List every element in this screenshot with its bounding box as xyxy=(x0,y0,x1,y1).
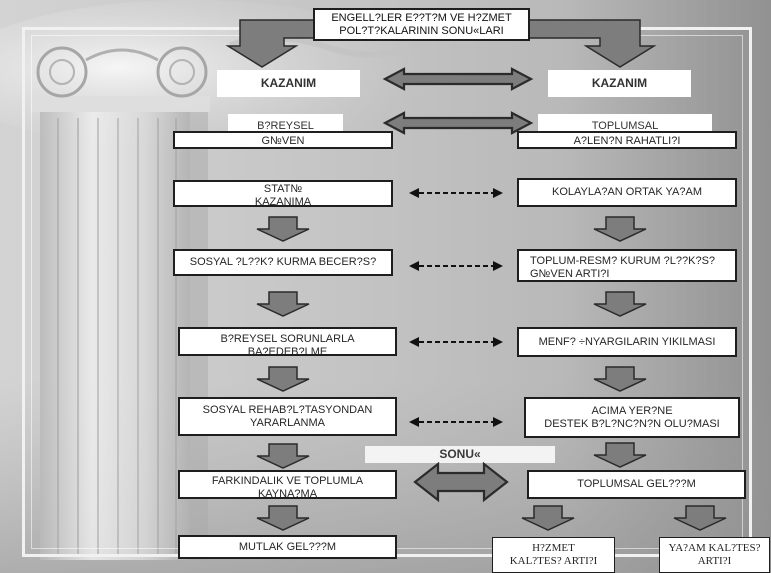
box-text-line: YARARLANMA xyxy=(250,416,325,429)
double-arrow-result xyxy=(413,461,509,503)
down-arrow xyxy=(256,291,310,317)
right-category-label: TOPLUMSAL xyxy=(538,114,712,133)
dashed-double-arrow xyxy=(409,417,503,427)
right-box-service-quality: H?ZMET KAL?TES? ARTI?I xyxy=(492,537,615,573)
double-arrow-categories xyxy=(382,111,534,135)
box-text-line: SOSYAL REHAB?L?TASYONDAN xyxy=(202,403,373,416)
title-line-2: POL?T?KALARININ SONU«LARI xyxy=(339,25,504,37)
down-arrow xyxy=(593,366,647,392)
column-shaft xyxy=(40,112,208,560)
box-text-line: KAYNA?MA xyxy=(257,488,318,499)
left-category-label: B?REYSEL xyxy=(228,114,343,133)
right-box-support-awareness: ACIMA YER?NE DESTEK B?L?NC?N?N OLU?MASI xyxy=(524,397,740,438)
left-box-trust: G№VEN xyxy=(173,131,393,149)
box-text-line: H?ZMET xyxy=(532,542,575,554)
box-text-line: ACIMA YER?NE xyxy=(591,404,673,417)
box-text-line: MUTLAK GEL???M xyxy=(238,540,337,553)
down-arrow xyxy=(593,291,647,317)
right-header-gain: KAZANIM xyxy=(548,70,691,97)
dashed-double-arrow xyxy=(409,188,503,198)
box-text-line: KAZANIMA xyxy=(254,196,312,207)
left-box-social-skills: SOSYAL ?L??K? KURMA BECER?S? xyxy=(173,249,393,276)
left-header-gain: KAZANIM xyxy=(217,70,360,97)
box-text-line: B?REYSEL SORUNLARLA xyxy=(220,333,355,345)
bent-arrow-right xyxy=(527,19,657,68)
box-text-line: MENF? ÷NYARGILARIN YIKILMASI xyxy=(538,335,716,348)
left-box-coping: B?REYSEL SORUNLARLA BA?EDEB?LME xyxy=(178,327,397,356)
right-box-family-comfort: A?LEN?N RAHATLI?I xyxy=(517,131,737,149)
box-text-line: G№VEN ARTI?I xyxy=(530,268,610,280)
box-text-line: TOPLUMSAL GEL???M xyxy=(577,478,696,490)
left-box-status: STAT№ KAZANIMA xyxy=(173,180,393,207)
down-arrow xyxy=(521,505,575,531)
right-box-social-development: TOPLUMSAL GEL???M xyxy=(527,470,746,499)
left-box-development: MUTLAK GEL???M xyxy=(178,535,397,559)
dashed-double-arrow xyxy=(409,337,503,347)
down-arrow xyxy=(256,505,310,531)
title-line-1: ENGELL?LER E??T?M VE H?ZMET xyxy=(331,12,512,24)
dashed-double-arrow xyxy=(409,261,503,271)
box-text-line: YA?AM KAL?TES? xyxy=(668,542,761,554)
down-arrow xyxy=(256,366,310,392)
down-arrow xyxy=(593,442,647,468)
left-box-awareness: FARKINDALIK VE TOPLUMLA KAYNA?MA xyxy=(178,470,397,499)
diagram-title: ENGELL?LER E??T?M VE H?ZMET POL?T?KALARI… xyxy=(313,8,530,41)
box-text-line: DESTEK B?L?NC?N?N OLU?MASI xyxy=(544,417,720,430)
box-text-line: KOLAYLA?AN ORTAK YA?AM xyxy=(552,186,702,198)
down-arrow xyxy=(256,443,310,469)
right-box-prejudice: MENF? ÷NYARGILARIN YIKILMASI xyxy=(517,327,737,357)
box-text-line: ARTI?I xyxy=(697,555,732,567)
down-arrow xyxy=(673,505,727,531)
right-box-life-quality: YA?AM KAL?TES? ARTI?I xyxy=(659,537,770,573)
left-box-rehabilitation: SOSYAL REHAB?L?TASYONDAN YARARLANMA xyxy=(178,397,397,436)
down-arrow xyxy=(593,216,647,242)
box-text-line: G№VEN xyxy=(261,135,305,147)
box-text-line: STAT№ xyxy=(263,183,303,195)
right-box-institution-trust: TOPLUM-RESM? KURUM ?L??K?S? G№VEN ARTI?I xyxy=(517,249,737,282)
result-label: SONU« xyxy=(365,446,555,463)
box-text-line: BA?EDEB?LME xyxy=(247,346,328,356)
box-text-line: KAL?TES? ARTI?I xyxy=(509,555,598,567)
right-box-shared-life: KOLAYLA?AN ORTAK YA?AM xyxy=(517,178,737,207)
box-text-line: FARKINDALIK VE TOPLUMLA xyxy=(211,475,364,487)
down-arrow xyxy=(256,216,310,242)
box-text-line: A?LEN?N RAHATLI?I xyxy=(573,135,681,147)
box-text-line: TOPLUM-RESM? KURUM ?L??K?S? xyxy=(530,255,716,267)
box-text-line: SOSYAL ?L??K? KURMA BECER?S? xyxy=(189,256,377,268)
bent-arrow-left xyxy=(225,19,316,68)
double-arrow-headers xyxy=(382,67,534,91)
